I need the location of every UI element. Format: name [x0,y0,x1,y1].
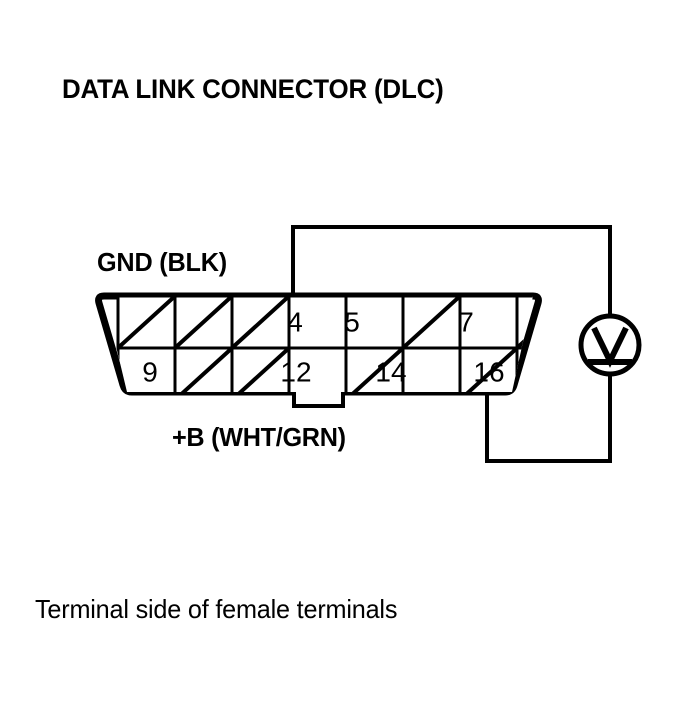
unused-cavity-hatch [402,296,461,349]
pin-number-5: 5 [344,306,360,337]
unused-cavity-hatch [459,347,518,392]
pin-number-7: 7 [458,306,474,337]
unused-cavity-hatch [231,296,290,349]
voltmeter [578,313,642,377]
pin-number-4: 4 [287,306,303,337]
ground-wire-label: GND (BLK) [97,247,227,277]
unused-cavity-hatch [174,296,233,349]
pin-number-14: 14 [375,356,406,387]
ground-wire [291,225,612,317]
connector-keying-notch [292,392,345,408]
battery-wire-label: +B (WHT/GRN) [172,422,346,452]
pin-number-16: 16 [473,356,504,387]
diagram-caption: Terminal side of female terminals [35,594,398,624]
pin-number-9: 9 [142,356,158,387]
battery-wire [485,374,612,463]
pin-number-group: 4 5 7 9 12 14 16 [142,306,504,387]
pin-grid [116,296,533,392]
unused-cavity-hatch [117,296,176,349]
pin-number-12: 12 [280,356,311,387]
wiring-group [291,225,612,463]
unused-cavity-hatch [231,347,290,392]
unused-cavity-hatch [174,347,233,392]
page-title: DATA LINK CONNECTOR (DLC) [62,74,444,104]
unused-cavity-hatch [345,347,404,392]
